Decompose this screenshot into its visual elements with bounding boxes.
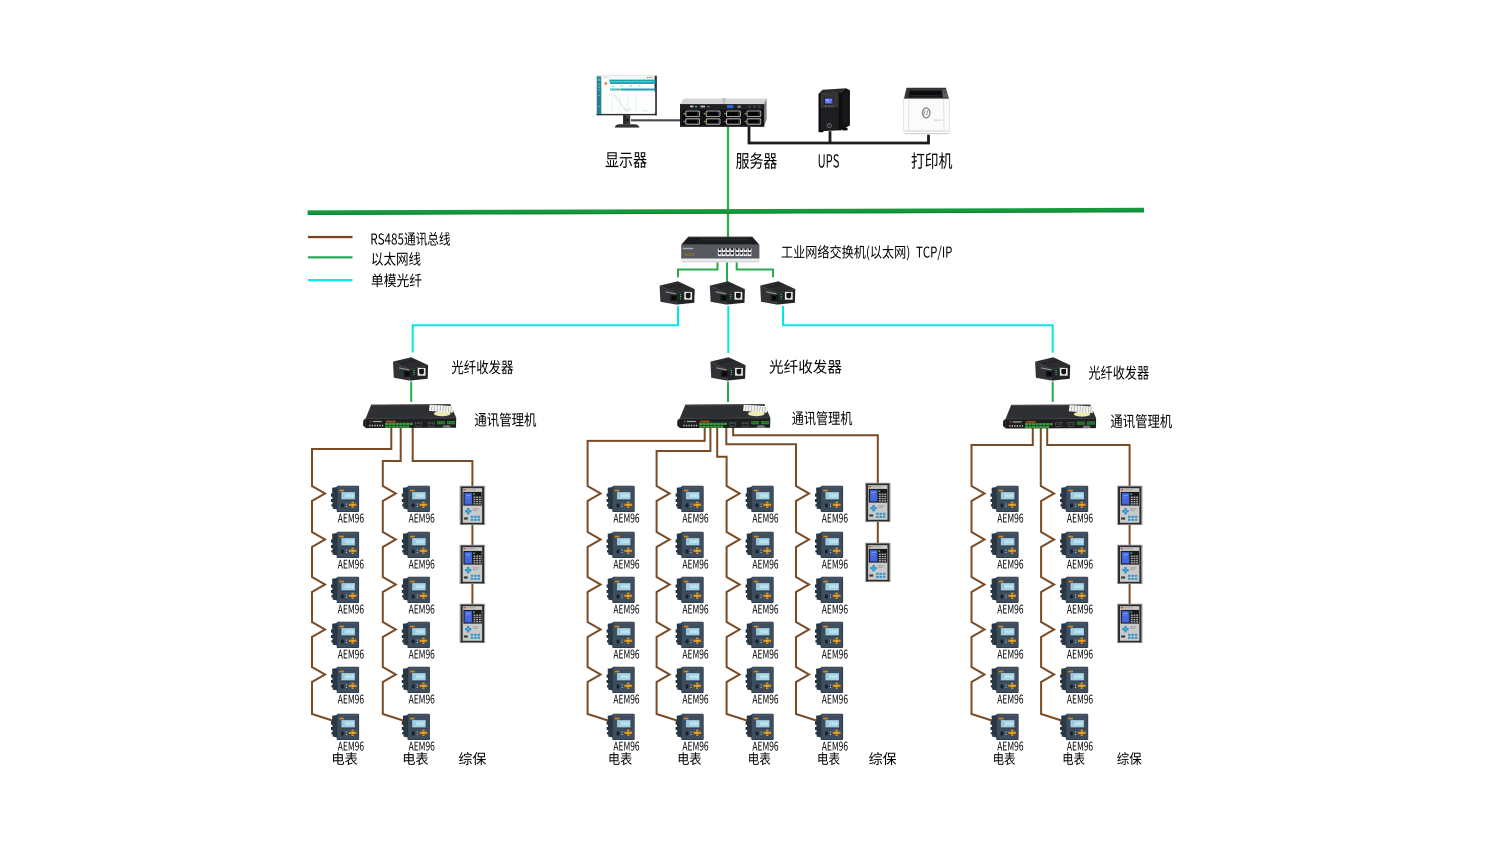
svg-text:AEM96: AEM96 [752, 555, 778, 572]
svg-text:通讯管理机: 通讯管理机 [474, 409, 536, 431]
svg-text:电表: 电表 [993, 749, 1016, 769]
svg-text:以太网线: 以太网线 [371, 248, 421, 269]
svg-text:AEM96: AEM96 [613, 555, 639, 572]
svg-text:AEM96: AEM96 [997, 690, 1023, 707]
svg-text:AEM96: AEM96 [1067, 555, 1093, 572]
svg-text:AEM96: AEM96 [997, 600, 1023, 617]
svg-text:AEM96: AEM96 [613, 509, 639, 526]
svg-text:AEM96: AEM96 [997, 555, 1023, 572]
svg-text:AEM96: AEM96 [822, 555, 848, 572]
svg-text:AEM96: AEM96 [409, 690, 435, 707]
svg-text:AEM96: AEM96 [338, 509, 364, 526]
svg-text:显示器: 显示器 [605, 147, 647, 173]
svg-text:AEM96: AEM96 [682, 600, 708, 617]
svg-text:AEM96: AEM96 [338, 645, 364, 662]
svg-text:AEM96: AEM96 [338, 690, 364, 707]
svg-text:工业网络交换机(以太网): 工业网络交换机(以太网) [781, 242, 910, 263]
svg-text:AEM96: AEM96 [752, 509, 778, 526]
svg-text:AEM96: AEM96 [409, 645, 435, 662]
svg-text:综保: 综保 [869, 749, 897, 769]
svg-text:电表: 电表 [608, 749, 632, 769]
svg-text:电表: 电表 [402, 749, 428, 769]
svg-text:电表: 电表 [817, 749, 840, 769]
svg-text:AEM96: AEM96 [613, 645, 639, 662]
svg-text:AEM96: AEM96 [752, 600, 778, 617]
svg-text:电表: 电表 [331, 749, 357, 769]
svg-text:光纤收发器: 光纤收发器 [1088, 362, 1149, 384]
svg-text:AEM96: AEM96 [822, 509, 848, 526]
svg-text:光纤收发器: 光纤收发器 [451, 356, 513, 378]
svg-text:通讯管理机: 通讯管理机 [792, 407, 853, 429]
svg-text:AEM96: AEM96 [822, 645, 848, 662]
svg-text:AEM96: AEM96 [682, 690, 708, 707]
svg-text:AEM96: AEM96 [409, 555, 435, 572]
svg-text:打印机: 打印机 [911, 147, 952, 173]
svg-text:AEM96: AEM96 [409, 509, 435, 526]
svg-text:AEM96: AEM96 [1067, 690, 1093, 707]
svg-text:综保: 综保 [458, 749, 486, 769]
svg-text:AEM96: AEM96 [338, 600, 364, 617]
svg-text:AEM96: AEM96 [613, 600, 639, 617]
svg-text:AEM96: AEM96 [1067, 645, 1093, 662]
svg-text:电表: 电表 [1062, 749, 1085, 769]
svg-text:AEM96: AEM96 [997, 509, 1023, 526]
svg-text:AEM96: AEM96 [613, 690, 639, 707]
svg-text:AEM96: AEM96 [682, 555, 708, 572]
svg-text:AEM96: AEM96 [822, 600, 848, 617]
svg-text:服务器: 服务器 [736, 147, 778, 173]
svg-text:电表: 电表 [677, 749, 701, 769]
svg-text:AEM96: AEM96 [338, 555, 364, 572]
svg-text:电表: 电表 [748, 749, 771, 769]
svg-text:RS485通讯总线: RS485通讯总线 [370, 229, 450, 250]
svg-text:AEM96: AEM96 [752, 645, 778, 662]
svg-text:TCP/IP: TCP/IP [916, 242, 952, 263]
svg-text:AEM96: AEM96 [752, 690, 778, 707]
svg-text:AEM96: AEM96 [1067, 509, 1093, 526]
svg-text:AEM96: AEM96 [682, 509, 708, 526]
svg-text:AEM96: AEM96 [409, 600, 435, 617]
svg-text:AEM96: AEM96 [682, 645, 708, 662]
svg-text:综保: 综保 [1117, 749, 1142, 769]
svg-text:光纤收发器: 光纤收发器 [769, 355, 842, 377]
svg-text:单模光纤: 单模光纤 [371, 270, 422, 291]
svg-text:AEM96: AEM96 [997, 645, 1023, 662]
svg-text:通讯管理机: 通讯管理机 [1110, 410, 1172, 432]
svg-text:UPS: UPS [818, 147, 840, 173]
svg-text:AEM96: AEM96 [1067, 600, 1093, 617]
svg-text:AEM96: AEM96 [822, 690, 848, 707]
